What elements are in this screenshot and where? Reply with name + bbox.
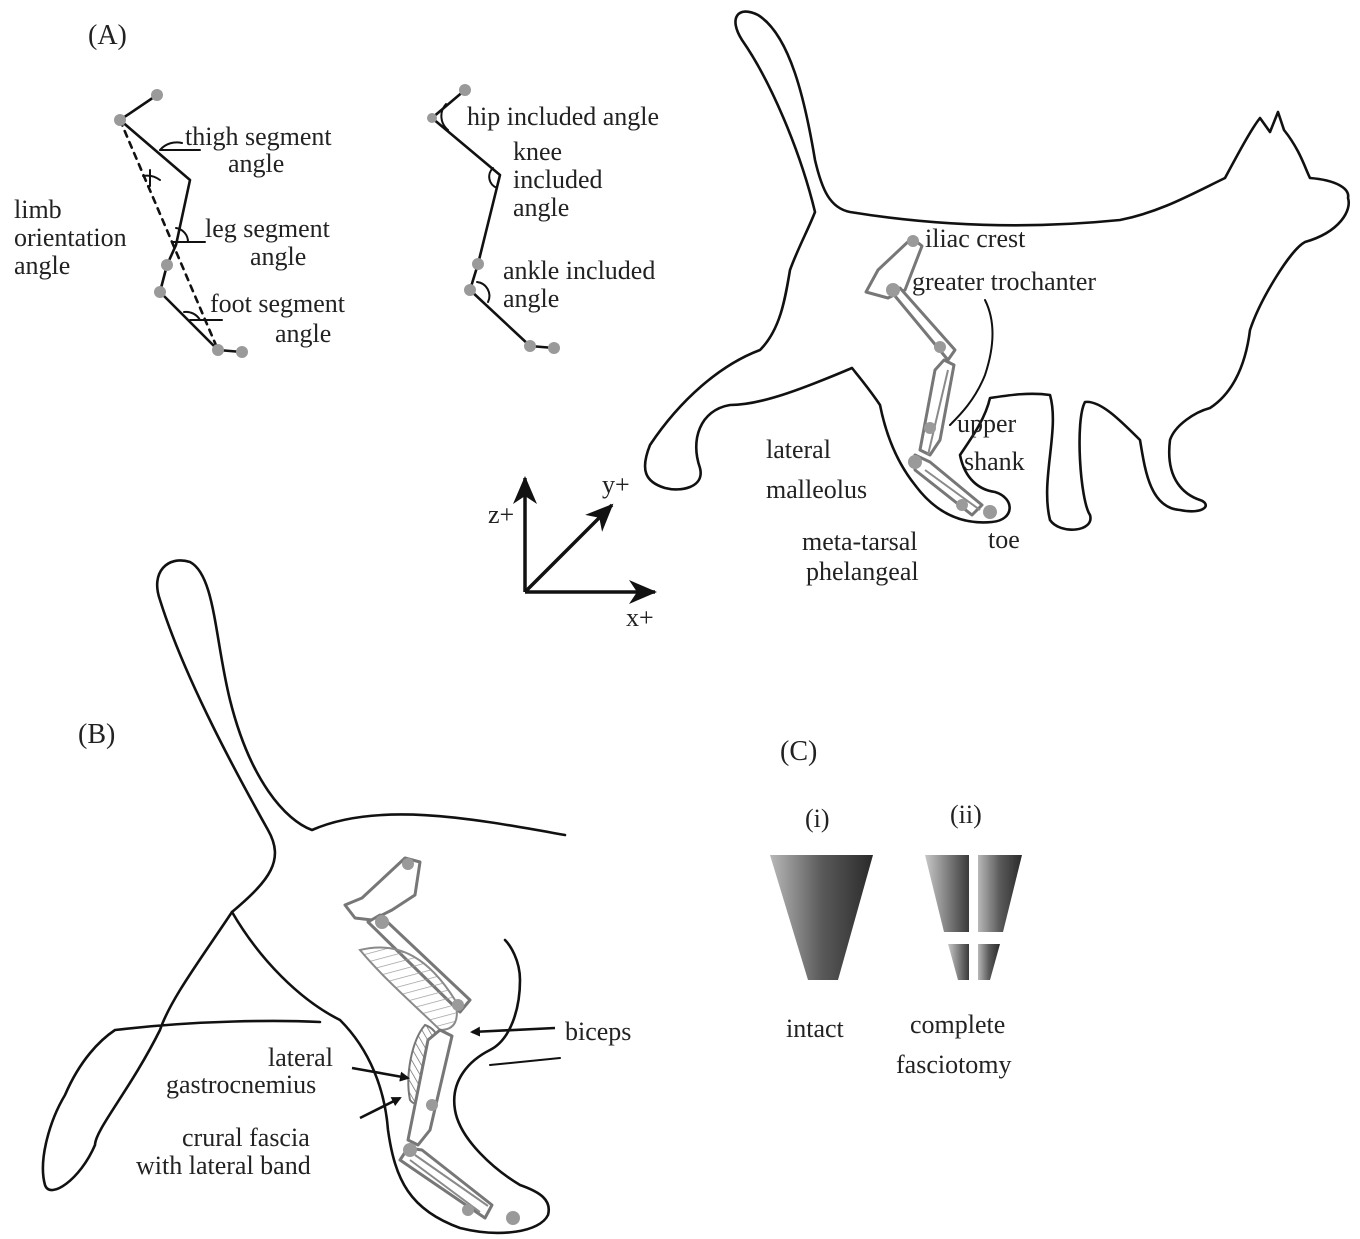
iliac-crest-label: iliac crest — [925, 224, 1026, 253]
limb-angle-label-1: limb — [14, 195, 62, 224]
intact-index-label: (i) — [805, 804, 830, 833]
knee-angle-label-2: included — [513, 165, 603, 194]
thigh-angle-label-2: angle — [228, 149, 284, 178]
biceps-label: biceps — [565, 1017, 631, 1046]
crural-fascia-label-1: crural fascia — [182, 1123, 310, 1152]
fasciotomy-index-label: (ii) — [950, 800, 982, 829]
knee-angle-label-3: angle — [513, 193, 569, 222]
lateral-gastrocnemius-label-1: lateral — [268, 1043, 333, 1072]
upper-shank-label-1: upper — [957, 409, 1017, 438]
panel-a-label: (A) — [88, 20, 127, 51]
lateral-gastrocnemius-label-2: gastrocnemius — [166, 1070, 316, 1099]
z-axis-label: z+ — [488, 500, 514, 529]
leg-angle-label-2: angle — [250, 242, 306, 271]
lateral-malleolus-label-2: malleolus — [766, 475, 867, 504]
mtp-label-2: phelangeal — [806, 557, 919, 586]
complete-fasciotomy-label-1: complete — [910, 1010, 1005, 1039]
ankle-angle-label-1: ankle included — [503, 256, 655, 285]
intact-muscle-diagram — [770, 855, 873, 980]
hip-angle-label: hip included angle — [467, 102, 659, 131]
complete-fasciotomy-label-2: fasciotomy — [896, 1050, 1012, 1079]
greater-trochanter-label: greater trochanter — [912, 267, 1096, 296]
crural-fascia-label-2: with lateral band — [136, 1151, 311, 1180]
x-axis-label: x+ — [626, 603, 654, 632]
lateral-malleolus-label-1: lateral — [766, 435, 831, 464]
panel-b-label: (B) — [78, 719, 115, 750]
fasciotomy-muscle-diagram — [925, 855, 1022, 980]
coordinate-axes — [525, 478, 655, 592]
limb-angle-label-2: orientation — [14, 223, 127, 252]
upper-shank-label-2: shank — [964, 447, 1025, 476]
intact-label: intact — [786, 1014, 845, 1043]
panel-c-label: (C) — [780, 736, 817, 767]
leg-angle-label-1: leg segment — [205, 214, 331, 243]
y-axis-label: y+ — [602, 470, 630, 499]
foot-angle-label-2: angle — [275, 319, 331, 348]
thigh-angle-label-1: thigh segment — [185, 122, 332, 151]
knee-angle-label-1: knee — [513, 137, 562, 166]
foot-angle-label-1: foot segment — [210, 289, 346, 318]
toe-label: toe — [988, 525, 1020, 554]
ankle-angle-label-2: angle — [503, 284, 559, 313]
limb-angle-label-3: angle — [14, 251, 70, 280]
mtp-label-1: meta-tarsal — [802, 527, 918, 556]
